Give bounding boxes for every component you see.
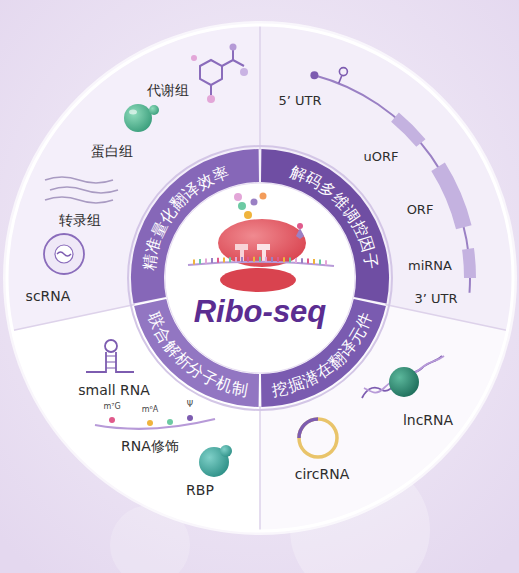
rbp-icon xyxy=(199,445,232,477)
codon-tick xyxy=(223,258,225,263)
ring-band xyxy=(261,149,389,304)
metabolite-icon xyxy=(191,44,248,104)
codon-tick xyxy=(211,258,213,263)
element-label: 3’ UTR xyxy=(414,292,457,307)
outer-circle xyxy=(7,25,513,531)
element-label: RBP xyxy=(186,482,214,498)
segment-shape: 联合解析分子机制 xyxy=(132,150,388,406)
element-label: ORF xyxy=(407,203,434,218)
center-hub: Ribo-seq xyxy=(165,183,355,373)
codon-tick xyxy=(277,257,279,262)
codon-tick xyxy=(235,257,237,262)
codon-tick xyxy=(253,257,255,262)
element-label: small RNA xyxy=(78,382,150,398)
codon-tick xyxy=(325,260,327,265)
codon-tick xyxy=(247,257,249,262)
codon-tick xyxy=(295,258,297,263)
modification-label: m⁷G xyxy=(103,402,120,411)
codon-tick xyxy=(205,259,207,264)
small-rna-icon xyxy=(86,340,134,372)
codon-tick xyxy=(217,258,219,263)
omics-label: 蛋白组 xyxy=(91,143,133,159)
outer-glow xyxy=(3,21,517,535)
rna-modification-icon xyxy=(95,415,215,429)
ring-segment: 联合解析分子机制 xyxy=(132,150,388,406)
element-label: lncRNA xyxy=(403,412,453,428)
codon-tick xyxy=(259,257,261,262)
modification-label: Ψ xyxy=(187,400,193,409)
codon-tick xyxy=(199,259,201,264)
segment-title: 解码多维调控因子 xyxy=(288,161,381,271)
transcript-icon xyxy=(45,177,118,203)
element-label: RNA修饰 xyxy=(121,438,179,454)
codon-tick xyxy=(301,258,303,263)
segment-title: 精准量化翻译效率 xyxy=(139,161,232,271)
protein-icon xyxy=(124,104,159,132)
modification-label: m⁶A xyxy=(142,405,158,414)
codon-tick xyxy=(319,260,321,265)
element-label: miRNA xyxy=(408,259,452,274)
codon-tick xyxy=(313,259,315,264)
omics-label: scRNA xyxy=(26,288,71,304)
quadrant-dividers xyxy=(13,25,508,531)
codon-tick xyxy=(271,257,273,262)
codon-tick xyxy=(289,258,291,263)
codon-tick xyxy=(229,257,231,262)
center-circle xyxy=(165,183,355,373)
single-cell-icon xyxy=(44,234,84,274)
lncrna-icon xyxy=(362,356,444,398)
ribosome-illustration xyxy=(188,193,334,293)
omics-label: 代谢组 xyxy=(147,82,189,98)
circrna-icon xyxy=(299,419,337,457)
ring-band xyxy=(131,149,259,304)
codon-tick xyxy=(283,257,285,262)
element-label: 5’ UTR xyxy=(278,94,321,109)
element-label: uORF xyxy=(364,150,399,165)
omics-label: 转录组 xyxy=(59,212,101,228)
codon-tick xyxy=(307,259,309,264)
codon-tick xyxy=(265,257,267,262)
element-label: circRNA xyxy=(295,466,350,482)
ring-outline xyxy=(128,146,392,410)
codon-tick xyxy=(193,259,195,264)
codon-tick xyxy=(241,257,243,262)
hub-title: Ribo-seq xyxy=(194,294,327,330)
